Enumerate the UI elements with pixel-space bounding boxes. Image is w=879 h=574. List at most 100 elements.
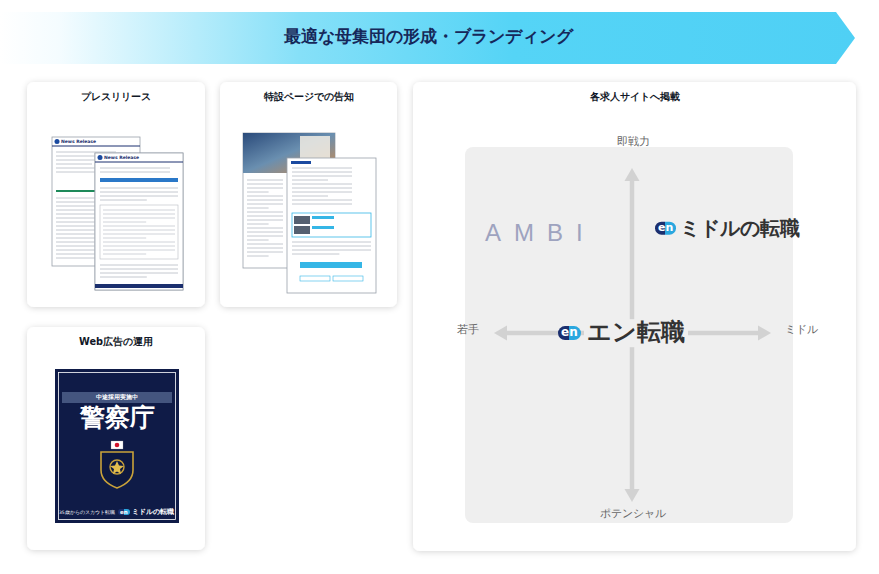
logo-dot bbox=[98, 155, 103, 160]
axis-label: 即戦力 bbox=[617, 136, 650, 149]
text-line bbox=[292, 180, 328, 181]
text-line bbox=[56, 152, 116, 153]
document-header: News Release bbox=[61, 139, 96, 144]
text-line bbox=[247, 236, 283, 237]
text-line bbox=[100, 196, 178, 197]
text-line bbox=[103, 246, 175, 247]
text-line bbox=[103, 222, 146, 223]
text-line bbox=[247, 248, 283, 249]
cards bbox=[27, 82, 856, 551]
ad-headline: 警察庁 bbox=[55, 404, 179, 433]
card-heading: 各求人サイトへ掲載 bbox=[413, 91, 856, 102]
text-line bbox=[103, 214, 175, 215]
title-banner bbox=[0, 12, 855, 64]
flag bbox=[111, 441, 123, 449]
logo-dot bbox=[55, 139, 60, 144]
button bbox=[300, 276, 330, 281]
text-line bbox=[247, 188, 283, 189]
positioning-map bbox=[465, 147, 793, 523]
photo bbox=[294, 216, 310, 224]
button bbox=[300, 262, 362, 268]
photo bbox=[294, 226, 310, 234]
text-line bbox=[103, 234, 175, 235]
text-line bbox=[292, 246, 371, 247]
diagram-title: 最適な母集団の形成・ブランディング bbox=[284, 27, 573, 47]
logo-bar bbox=[291, 161, 311, 164]
text-line bbox=[247, 244, 283, 245]
brand-icon: en bbox=[118, 509, 130, 515]
brand-logo: エン転職 bbox=[584, 319, 688, 347]
axis-label: ポテンシャル bbox=[600, 508, 666, 521]
badge-star bbox=[110, 461, 124, 474]
axis-head bbox=[494, 326, 507, 341]
text-line bbox=[100, 277, 147, 278]
logo-dot bbox=[98, 155, 103, 160]
text-line bbox=[292, 200, 352, 201]
text-line bbox=[292, 184, 352, 185]
text-line bbox=[247, 180, 283, 181]
axis-label: ミドル bbox=[785, 324, 818, 337]
text-line bbox=[292, 254, 339, 255]
table bbox=[100, 205, 178, 259]
text-line bbox=[103, 226, 175, 227]
text-line bbox=[100, 265, 178, 266]
channel-card: プレスリリース bbox=[27, 82, 205, 307]
document-page bbox=[95, 153, 183, 290]
text-line bbox=[103, 218, 175, 219]
flag-sun bbox=[115, 443, 120, 448]
accent-bar bbox=[100, 178, 178, 182]
card-heading: プレスリリース bbox=[27, 91, 205, 102]
ad-tagline: 35歳からのスカウト転職 bbox=[59, 510, 115, 515]
rule bbox=[95, 162, 183, 163]
axis-head bbox=[625, 489, 640, 502]
accent-bar bbox=[100, 178, 178, 182]
ad-ground bbox=[55, 369, 179, 523]
text-line bbox=[103, 250, 175, 251]
text-line bbox=[103, 230, 175, 231]
map-ground bbox=[465, 147, 793, 523]
info-box bbox=[292, 213, 371, 237]
text-line bbox=[247, 252, 283, 253]
web-ad-banner: 中途採用実施中警察庁35歳からのスカウト転職enミドルの転職 bbox=[55, 369, 179, 523]
text-line bbox=[292, 172, 352, 173]
text-line bbox=[100, 168, 170, 169]
highlight bbox=[312, 226, 334, 229]
text-line bbox=[247, 224, 269, 225]
text-line bbox=[247, 184, 283, 185]
text-line bbox=[247, 208, 269, 209]
text-line bbox=[103, 254, 146, 255]
text-line bbox=[292, 250, 371, 251]
footer-bar bbox=[95, 284, 183, 288]
text-line bbox=[100, 200, 147, 201]
axis-label: 若手 bbox=[457, 324, 479, 337]
text-line bbox=[292, 188, 352, 189]
brand-name: ミドルの転職 bbox=[132, 508, 174, 516]
special-page-thumbnails bbox=[243, 133, 376, 293]
card bbox=[27, 327, 205, 550]
police-badge bbox=[101, 452, 133, 488]
text-line bbox=[103, 238, 146, 239]
axis-head bbox=[758, 326, 771, 341]
channel-card: 特設ページでの告知 bbox=[220, 82, 397, 307]
text-line bbox=[100, 192, 178, 193]
ambi-logo: AMBI bbox=[485, 219, 596, 247]
web-page bbox=[287, 158, 376, 293]
card bbox=[220, 82, 397, 307]
text-line bbox=[247, 228, 283, 229]
page-lines bbox=[247, 180, 283, 256]
highlight bbox=[312, 216, 334, 219]
text-line bbox=[247, 196, 283, 197]
text-line bbox=[247, 216, 283, 217]
text-line bbox=[292, 204, 352, 205]
text-line bbox=[292, 242, 371, 243]
text-line bbox=[100, 172, 170, 173]
text-line bbox=[100, 188, 178, 189]
card-heading: Web広告の運用 bbox=[27, 336, 205, 347]
text-line bbox=[247, 192, 269, 193]
button bbox=[333, 276, 363, 281]
document-header: News Release bbox=[104, 155, 139, 160]
text-line bbox=[247, 256, 269, 257]
text-line bbox=[247, 212, 283, 213]
document-page bbox=[95, 153, 183, 290]
